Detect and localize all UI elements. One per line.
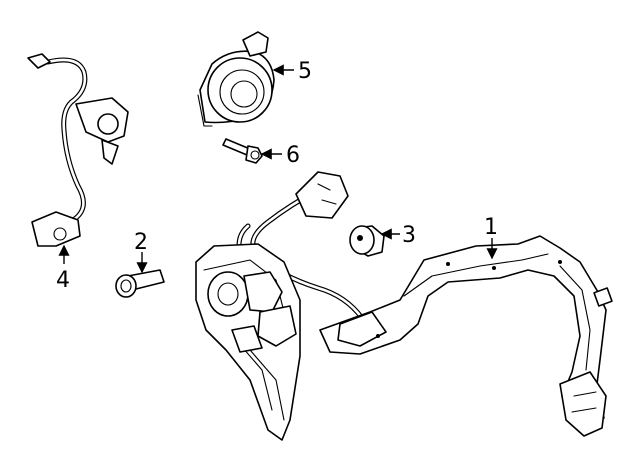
callout-2[interactable]: 2 — [134, 230, 148, 255]
callout-5[interactable]: 5 — [298, 59, 312, 84]
callout-1[interactable]: 1 — [484, 215, 498, 240]
part-2-bushing[interactable] — [115, 269, 165, 298]
part-1-harness-bracket[interactable] — [319, 235, 613, 437]
callout-4[interactable]: 4 — [56, 268, 70, 293]
part-3-grommet[interactable] — [349, 225, 385, 257]
part-4-sensor-harness[interactable] — [27, 53, 129, 247]
part-6-bolt[interactable] — [222, 138, 263, 164]
part-5-horn[interactable] — [197, 31, 275, 127]
control-module-assembly[interactable] — [195, 243, 301, 441]
callout-3[interactable]: 3 — [402, 223, 416, 248]
callout-6[interactable]: 6 — [286, 143, 300, 168]
